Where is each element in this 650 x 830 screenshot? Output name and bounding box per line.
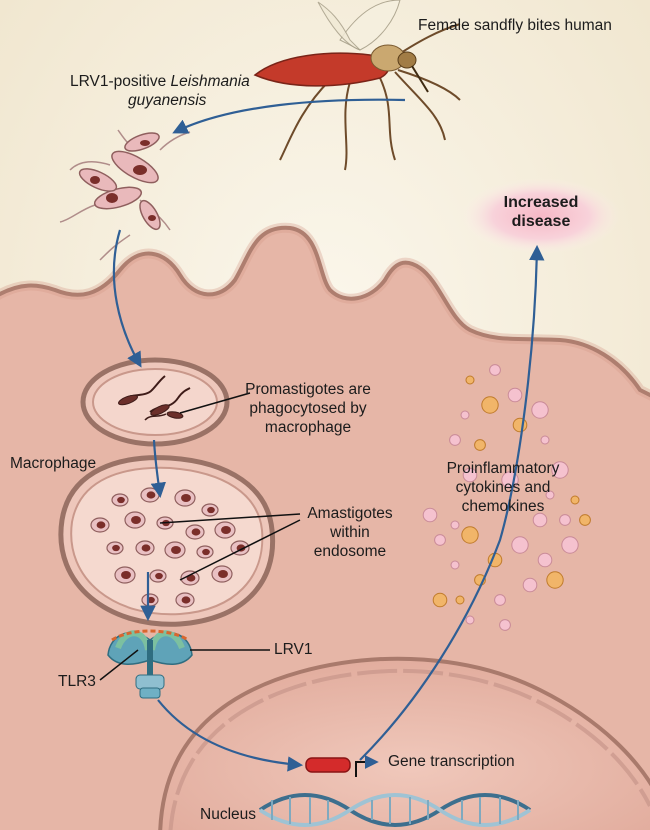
cytokine-particle-icon [551, 461, 569, 479]
cytokine-particle-icon [474, 439, 486, 451]
cytokine-particle-icon [546, 571, 564, 589]
amastigote-icon [175, 592, 195, 608]
tlr3-receptor-icon [107, 629, 193, 699]
cytokines-line-3: chemokines [461, 498, 545, 515]
gene-marker [305, 757, 351, 773]
amastigote-icon [201, 503, 219, 517]
cytokine-particle-icon [465, 375, 475, 385]
cytokine-particle-icon [434, 534, 446, 546]
phagosome [80, 357, 230, 447]
amastigote-icon [141, 593, 159, 607]
nucleus-label: Nucleus [200, 806, 256, 823]
increased-text: Increased [503, 194, 579, 211]
cytokine-particle-icon [494, 594, 506, 606]
macrophage-label: Macrophage [10, 455, 97, 472]
cytokines-label: Proinflammatory cytokines and chemokines [428, 459, 578, 516]
cytokine-particle-icon [545, 490, 555, 500]
cytokine-particle-icon [522, 577, 538, 593]
cytokine-particle-icon [449, 434, 461, 446]
cytokine-particle-icon [455, 595, 465, 605]
cytokine-particle-icon [422, 507, 438, 523]
cytokine-particle-icon [579, 514, 591, 526]
arrow-to-nucleus [157, 699, 304, 772]
cytokine-particle-icon [432, 592, 448, 608]
tlr3-label: TLR3 [58, 673, 96, 690]
amastigote-icon [196, 545, 214, 559]
amastigote-icon [90, 517, 110, 533]
amastigote-icon [140, 487, 160, 503]
arrow-to-disease [359, 244, 545, 761]
nucleus [158, 656, 650, 830]
guyanensis-text: guyanensis [128, 92, 207, 109]
cytokine-particle-icon [561, 536, 579, 554]
cytokine-particle-icon [537, 552, 553, 568]
cytokines-line-1: Proinflammatory [446, 460, 560, 477]
cytokine-particle-icon [499, 619, 511, 631]
disease-text: disease [511, 213, 571, 230]
amastigote-icon [106, 541, 124, 555]
lrv1-label: LRV1 [274, 641, 313, 658]
dna-helix-icon [258, 755, 532, 827]
cytokine-particle-icon [511, 536, 529, 554]
arrow-bite-to-parasite [172, 98, 406, 134]
amastigote-icon [149, 569, 167, 583]
amastigote-icon [114, 566, 136, 584]
cytokine-particle-icon [540, 435, 550, 445]
arrow-to-phagosome [112, 229, 142, 368]
lrv1-positive-text: LRV1-positive [70, 73, 171, 90]
amastigote-icon [180, 570, 200, 586]
amastigotes-line-3: endosome [313, 543, 387, 560]
leader-lines [99, 392, 301, 681]
transcription-arrow-icon [355, 755, 379, 777]
promastigote-group [59, 129, 191, 261]
cytokine-particle-icon [460, 410, 470, 420]
cytokine-particle-icon [559, 514, 571, 526]
cytokine-particle-icon [512, 417, 528, 433]
cytokine-particle-icon [450, 520, 460, 530]
arrow-to-endosome [150, 439, 167, 499]
amastigote-icon [135, 540, 155, 556]
amastigote-icon [124, 511, 146, 529]
cytokine-particle-icon [465, 615, 475, 625]
cytokine-particle-icon [570, 495, 580, 505]
promastigotes-line-1: Promastigotes are [245, 381, 371, 398]
cytokine-particle-icon [507, 387, 523, 403]
cytokine-particle-icon [450, 560, 460, 570]
leishmania-text: Leishmania [170, 73, 250, 90]
amastigotes-line-1: Amastigotes [307, 505, 393, 522]
amastigote-icon [211, 565, 233, 583]
cytokine-particle-icon [462, 467, 478, 483]
amastigotes-line-2: within [330, 524, 370, 541]
sandfly-label: Female sandfly bites human [418, 17, 612, 34]
increased-disease-glow [461, 178, 621, 254]
promastigote-icon [118, 375, 191, 421]
amastigote-icon [174, 489, 196, 507]
promastigotes-line-3: macrophage [264, 419, 352, 436]
amastigote-icon [111, 493, 129, 507]
cytokine-particle-icon [489, 364, 501, 376]
cytokine-particle-icon [531, 401, 549, 419]
promastigotes-line-2: phagocytosed by [249, 400, 367, 417]
cytokine-particle-icon [461, 526, 479, 544]
increased-disease-label: Increased disease [486, 193, 596, 231]
cytokine-particle-icon [481, 396, 499, 414]
amastigote-icon [164, 541, 186, 559]
gene-transcription-label: Gene transcription [388, 753, 515, 770]
cytokine-particle-icon [532, 512, 548, 528]
pathway-arrows [112, 98, 545, 772]
promastigotes-label: Promastigotes are phagocytosed by macrop… [228, 380, 388, 437]
amastigotes-label: Amastigotes within endosome [290, 504, 410, 561]
cytokines-line-2: cytokines and [455, 479, 551, 496]
amastigote-icon [185, 524, 205, 540]
sandfly-icon [253, 0, 461, 171]
amastigote-icon [214, 521, 236, 539]
parasite-label: LRV1-positive Leishmania guyanensis [70, 72, 280, 110]
